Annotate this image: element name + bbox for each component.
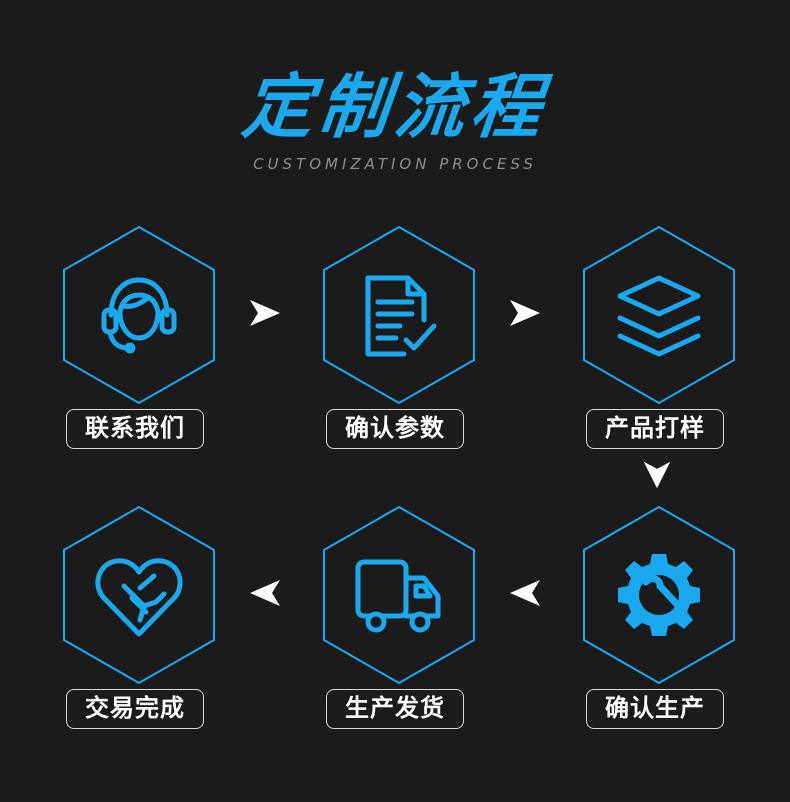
hexagon-frame: [319, 505, 479, 685]
arrow-right-icon: [250, 300, 280, 326]
page-subtitle: CUSTOMIZATION PROCESS: [253, 155, 537, 173]
document-check-icon: [365, 275, 437, 357]
hexagon-frame: [319, 225, 479, 405]
heart-handshake-icon: [95, 558, 183, 637]
step-label: 交易完成: [66, 689, 204, 729]
step-label: 产品打样: [586, 409, 724, 449]
hexagon-frame: [59, 505, 219, 685]
layers-icon: [617, 275, 701, 357]
arrow-right-icon: [510, 300, 540, 326]
step-label: 联系我们: [66, 409, 204, 449]
delivery-truck-icon: [355, 559, 441, 633]
page-title: 定制流程: [238, 66, 552, 148]
hexagon-frame: [59, 225, 219, 405]
arrow-left-icon: [510, 580, 540, 606]
arrow-left-icon: [250, 580, 280, 606]
arrow-down-icon: [643, 461, 671, 489]
step-label: 生产发货: [326, 689, 464, 729]
step-label: 确认参数: [326, 409, 464, 449]
headset-support-icon: [101, 277, 177, 354]
hexagon-frame: [579, 505, 739, 685]
hexagon-frame: [579, 225, 739, 405]
gear-wrench-icon: [618, 554, 700, 636]
step-label: 确认生产: [586, 689, 724, 729]
